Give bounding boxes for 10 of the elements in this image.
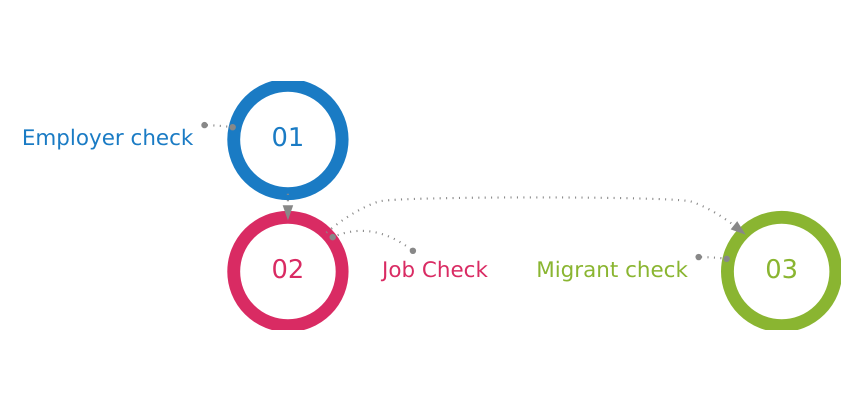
connector xyxy=(695,253,730,262)
node-circle: 03 xyxy=(720,210,841,330)
node-text: Migrant check xyxy=(536,257,688,282)
arrow xyxy=(326,196,746,234)
node-circle: 02 xyxy=(227,210,349,330)
node-text: Job Check xyxy=(382,257,488,282)
node-text: Employer check xyxy=(22,125,194,150)
connector xyxy=(329,229,416,254)
arrow xyxy=(282,193,294,220)
connector xyxy=(201,121,236,130)
